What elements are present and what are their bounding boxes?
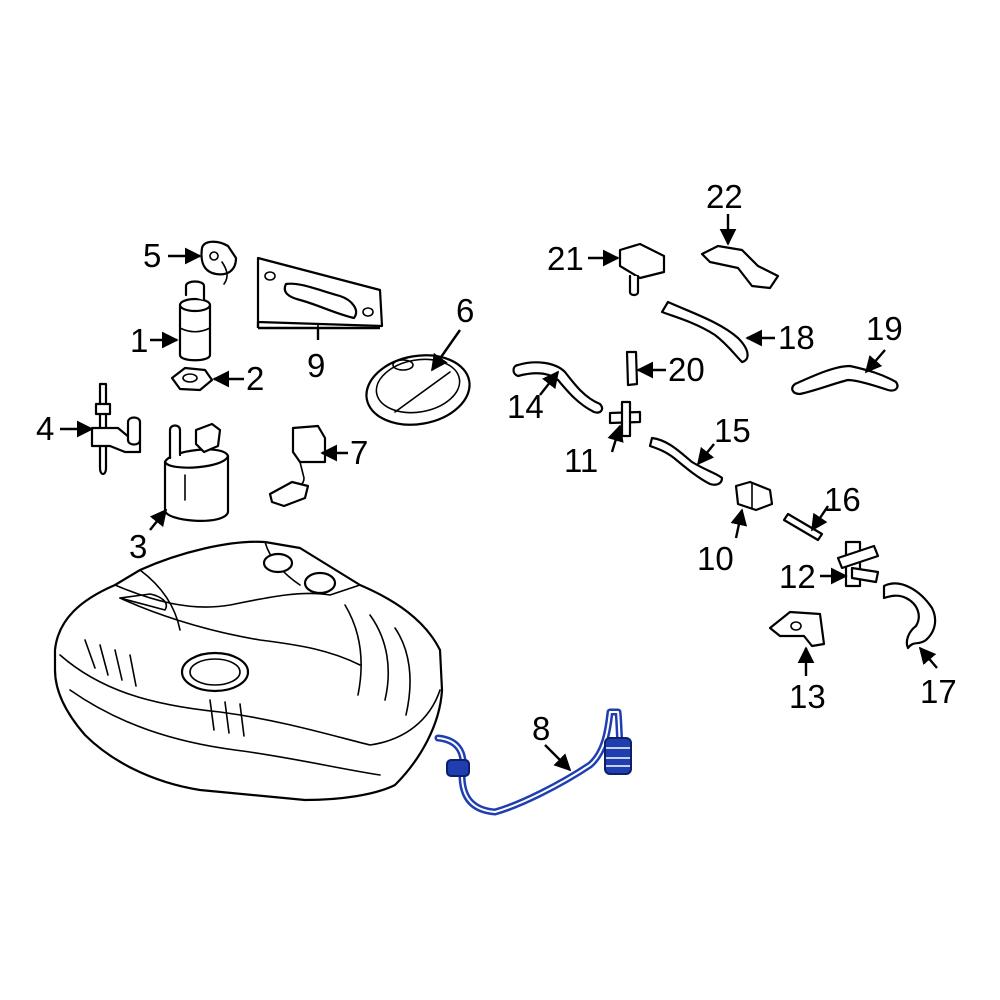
- part-12-connector: [836, 540, 880, 588]
- callout-3: 3: [129, 528, 147, 565]
- part-1-fuel-pump: [178, 280, 212, 362]
- callout-20: 20: [668, 351, 705, 388]
- part-21-valve: [618, 242, 666, 297]
- callout-13: 13: [789, 678, 826, 715]
- callout-19: 19: [866, 310, 903, 347]
- part-9-gasket: [256, 256, 384, 335]
- callout-5: 5: [143, 237, 161, 274]
- callout-11: 11: [564, 442, 598, 479]
- callout-16: 16: [824, 481, 861, 518]
- callout-8: 8: [532, 710, 550, 747]
- callout-18: 18: [778, 319, 815, 356]
- part-2-seal: [170, 366, 214, 392]
- part-18-hose: [660, 300, 749, 364]
- part-17-hose: [882, 582, 937, 650]
- part-5-clip: [200, 240, 238, 285]
- part-13-bracket: [768, 610, 826, 648]
- part-22-bracket: [700, 244, 780, 290]
- part-11-connector: [608, 400, 642, 438]
- fuel-tank: [53, 540, 444, 802]
- part-4-connector: [90, 382, 142, 476]
- callout-6: 6: [456, 292, 474, 329]
- part-6-cover: [365, 354, 471, 426]
- leader-lines: [60, 214, 938, 772]
- callout-17: 17: [920, 673, 957, 710]
- part-3-fuel-filter: [163, 422, 230, 522]
- callout-2: 2: [246, 360, 264, 397]
- callout-1: 1: [130, 322, 148, 359]
- callout-9: 9: [307, 347, 325, 384]
- part-7-sender: [268, 424, 327, 508]
- callout-12: 12: [779, 558, 816, 595]
- part-15-hose: [648, 436, 724, 486]
- part-14-hose: [512, 361, 604, 414]
- callout-7: 7: [350, 434, 368, 471]
- callout-labels: 5 1 2 4 3 9 6 7 8 22 21 18 19 20 14 11 1…: [36, 178, 957, 747]
- part-16-tube: [782, 512, 824, 542]
- part-20-tube: [625, 350, 639, 387]
- part-10-check-valve: [734, 480, 774, 512]
- callout-10: 10: [697, 540, 734, 577]
- callout-15: 15: [714, 412, 751, 449]
- callout-4: 4: [36, 410, 54, 447]
- callout-14: 14: [507, 388, 544, 425]
- callout-21: 21: [547, 240, 584, 277]
- part-19-hose: [791, 364, 899, 396]
- callout-22: 22: [706, 178, 743, 215]
- part-8-vent-tube: [434, 708, 632, 816]
